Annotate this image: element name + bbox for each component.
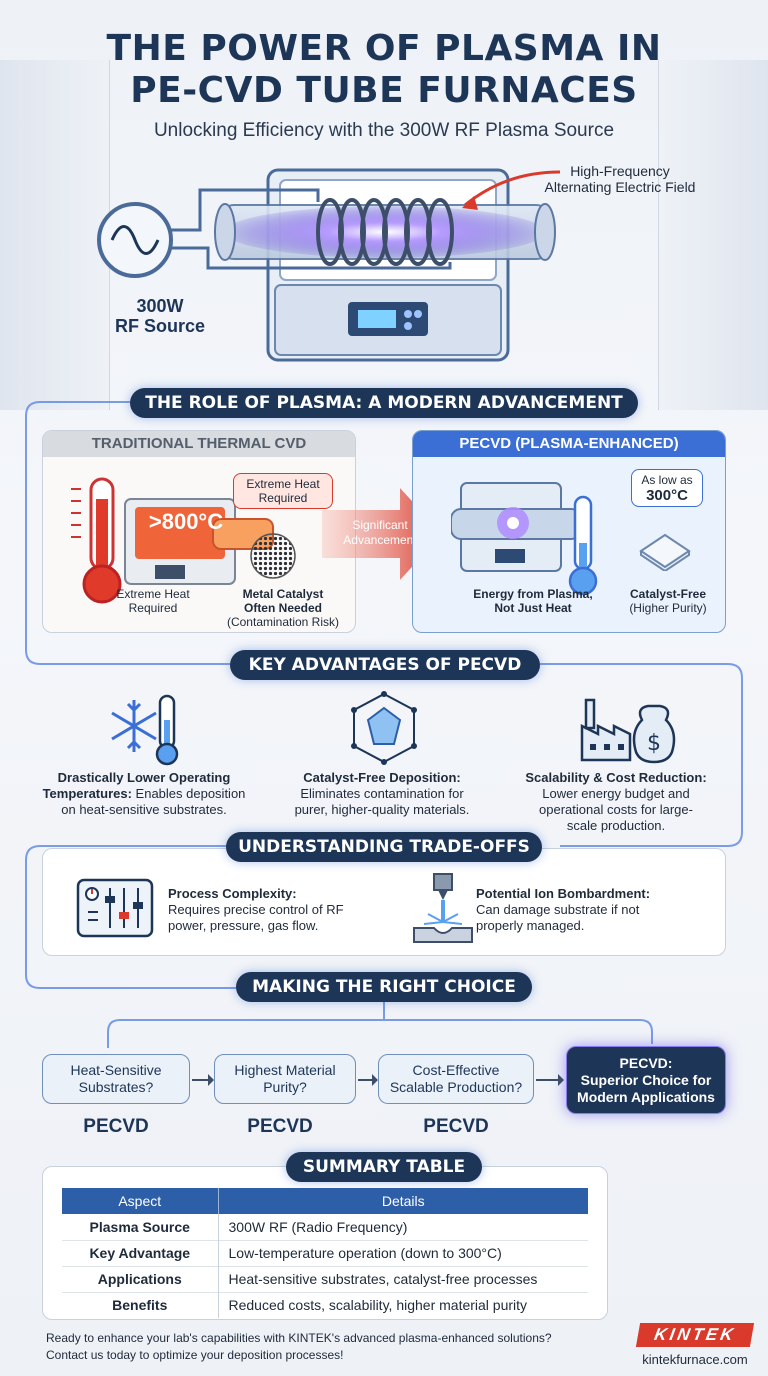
choice-result-2: PECVD [247, 1116, 313, 1137]
tradeoff-ion-bombardment: Potential Ion Bombardment: Can damage su… [476, 886, 651, 933]
summary-table: Aspect Details Plasma Source 300W RF (Ra… [62, 1188, 588, 1318]
tradeoff-process-complexity: Process Complexity: Requires precise con… [168, 886, 344, 933]
column-header-details: Details [217, 1188, 588, 1214]
catalyst-free-wafer-icon [639, 533, 691, 571]
section-heading-summary: SUMMARY TABLE [286, 1152, 482, 1182]
temperature-hot-value: >800°C [148, 509, 224, 534]
advantage-lower-temps: Drastically Lower Operating Temperatures… [42, 770, 246, 817]
background-lab [0, 0, 768, 420]
ion-bombardment-icon [413, 873, 473, 943]
section-heading-choice: MAKING THE RIGHT CHOICE [236, 972, 532, 1002]
control-sliders-icon [76, 878, 154, 938]
thermometer-hot-icon [71, 477, 122, 604]
hot-furnace-icon [124, 498, 274, 585]
footer-cta: Ready to enhance your lab's capabilities… [46, 1331, 552, 1362]
choice-result-3: PECVD [423, 1116, 489, 1137]
table-row: Plasma Source 300W RF (Radio Frequency) [62, 1214, 588, 1240]
kintek-logo: KINTEK [635, 1323, 755, 1347]
pecvd-header: PECVD (PLASMA-ENHANCED) [413, 431, 725, 457]
flow-arrows [192, 1074, 564, 1086]
catalyst-free-caption: Catalyst-Free(Higher Purity) [629, 587, 707, 615]
plasma-furnace-icon [451, 482, 582, 572]
furnace-illustration [97, 168, 561, 362]
website-link[interactable]: kintekfurnace.com [642, 1352, 748, 1367]
crystal-icon [351, 691, 417, 765]
advantage-scalability: Scalability & Cost Reduction: Lower ener… [525, 770, 707, 833]
tradeoffs-card [42, 848, 726, 956]
metal-catalyst-icon [250, 533, 296, 579]
table-row: Key Advantage Low-temperature operation … [62, 1240, 588, 1266]
table-row: Benefits Reduced costs, scalability, hig… [62, 1292, 588, 1318]
thermometer-cool-icon [568, 495, 598, 596]
page-subtitle: Unlocking Efficiency with the 300W RF Pl… [153, 120, 615, 141]
traditional-cvd-header: TRADITIONAL THERMAL CVD [43, 431, 355, 457]
section-heading-role: THE ROLE OF PLASMA: A MODERN ADVANCEMENT [130, 388, 638, 418]
traditional-cvd-card: TRADITIONAL THERMAL CVD >800°C Extreme H… [42, 430, 356, 633]
choice-result-1: PECVD [83, 1116, 149, 1137]
table-row: Applications Heat-sensitive substrates, … [62, 1266, 588, 1292]
snowflake-thermometer-icon [111, 694, 179, 766]
energy-from-plasma-caption: Energy from Plasma,Not Just Heat [473, 587, 593, 615]
svg-text:$: $ [647, 731, 661, 756]
section-heading-tradeoffs: UNDERSTANDING TRADE-OFFS [226, 832, 542, 862]
page-title: THE POWER OF PLASMA IN PE-CVD TUBE FURNA… [106, 28, 662, 111]
factory-money-icon: $ [580, 698, 676, 764]
advantage-catalyst-free: Catalyst-Free Deposition: Eliminates con… [294, 770, 470, 817]
summary-table-header: Aspect Details [62, 1188, 588, 1214]
column-header-aspect: Aspect [118, 1193, 162, 1209]
section-heading-advantages: KEY ADVANTAGES OF PECVD [230, 650, 540, 680]
